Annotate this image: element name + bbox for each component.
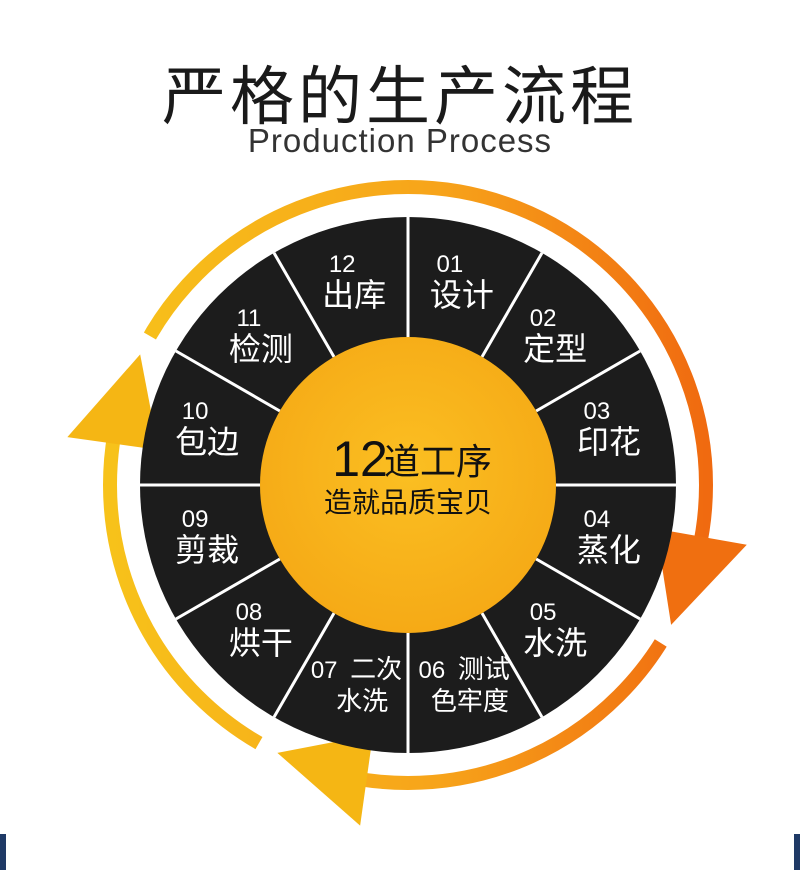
center-slogan: 造就品质宝贝 xyxy=(324,486,492,519)
step-number: 08 xyxy=(236,599,263,626)
step-number: 02 xyxy=(530,305,557,332)
step-number: 10 xyxy=(182,398,209,425)
segment-divider xyxy=(272,252,336,358)
step-number: 04 xyxy=(584,506,611,533)
center-circle xyxy=(260,337,556,633)
step-label: 二次 xyxy=(350,655,402,685)
step-label: 包边 xyxy=(175,423,239,461)
bottom-edge-marker-right xyxy=(794,834,800,870)
center-hub: 12 道工序 造就品质宝贝 xyxy=(260,337,556,633)
step-number: 07 xyxy=(311,657,338,684)
page-subtitle: Production Process xyxy=(247,122,553,159)
cycle-ring-band xyxy=(103,180,713,790)
step-label: 测试 xyxy=(458,655,510,685)
step-number: 06 xyxy=(418,657,445,684)
step-number: 12 xyxy=(329,251,356,278)
center-label: 道工序 xyxy=(384,442,492,483)
page-title: 严格的生产流程 xyxy=(162,61,638,135)
center-number: 12 xyxy=(332,431,388,487)
step-number: 01 xyxy=(436,251,463,278)
segment-divider xyxy=(480,612,544,718)
step-number: 09 xyxy=(182,506,209,533)
segment-divider xyxy=(535,557,641,621)
segment-divider xyxy=(480,252,544,358)
arrow-head-left xyxy=(67,354,159,450)
segment-divider xyxy=(535,349,641,413)
arrow-head-bottom xyxy=(277,734,373,826)
step-label: 出库 xyxy=(322,276,386,314)
step-label: 印花 xyxy=(577,423,641,461)
step-label: 剪裁 xyxy=(175,531,239,569)
step-label: 蒸化 xyxy=(577,531,641,569)
step-label-line2: 色牢度 xyxy=(431,687,509,717)
step-label: 烘干 xyxy=(229,624,293,662)
step-label: 检测 xyxy=(229,330,293,368)
segment-divider xyxy=(272,612,336,718)
step-number: 03 xyxy=(584,398,611,425)
step-label: 定型 xyxy=(523,330,587,368)
cycle-arrows xyxy=(67,180,747,826)
step-label: 水洗 xyxy=(523,624,587,662)
arrow-head-right xyxy=(656,528,747,625)
step-number: 05 xyxy=(530,599,557,626)
bottom-edge-marker-left xyxy=(0,834,6,870)
step-label: 设计 xyxy=(430,276,494,314)
segment-divider xyxy=(175,557,281,621)
step-label-line2: 水洗 xyxy=(336,687,388,717)
segment-divider xyxy=(175,349,281,413)
step-number: 11 xyxy=(236,305,261,332)
